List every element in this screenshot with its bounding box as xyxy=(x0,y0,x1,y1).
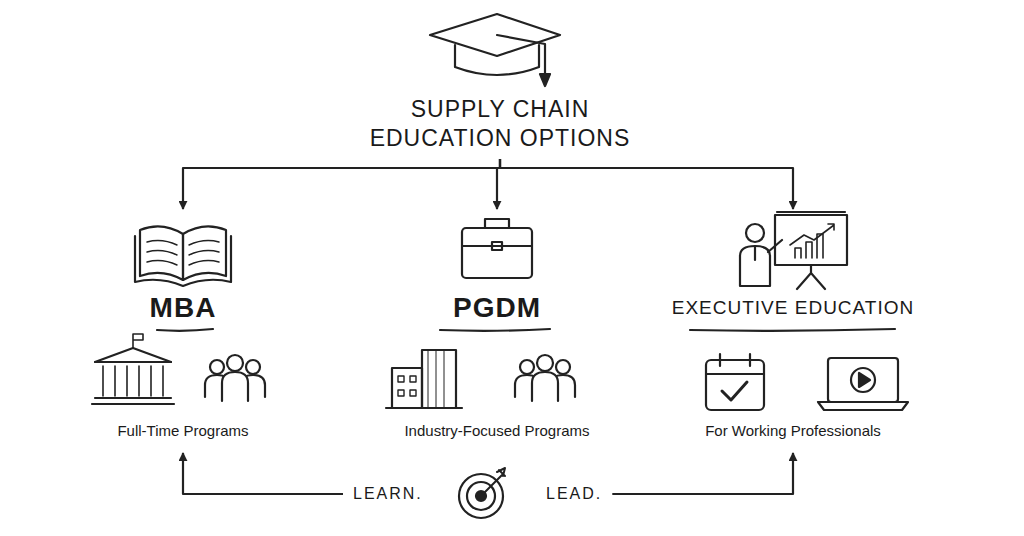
book-icon xyxy=(183,226,226,280)
book-icon xyxy=(135,236,231,286)
option-caption: For Working Professionals xyxy=(668,421,918,441)
option-caption: Industry-Focused Programs xyxy=(382,421,612,441)
office-building-icon xyxy=(386,407,462,409)
connector-arrow xyxy=(612,453,793,494)
university-icon xyxy=(92,362,174,404)
people-group-icon xyxy=(205,355,265,401)
option-heading: MBA xyxy=(83,291,283,325)
laptop-icon xyxy=(851,368,875,392)
presenter-icon xyxy=(777,212,845,289)
laptop-icon xyxy=(818,402,908,410)
university-icon xyxy=(133,334,143,348)
option-node: PGDM Industry-Focused Programs xyxy=(382,205,612,441)
university-icon xyxy=(95,348,171,362)
briefcase-icon xyxy=(462,228,532,278)
loop-node: LEAD. xyxy=(542,484,606,504)
presenter-icon xyxy=(775,215,847,265)
loop-node: LEARN. xyxy=(349,484,427,504)
office-building-icon xyxy=(428,350,444,408)
heading-underline xyxy=(440,329,550,331)
briefcase-icon xyxy=(462,219,532,278)
heading-underline xyxy=(690,329,895,331)
loop-label: LEAD. xyxy=(542,484,606,504)
diagram-title: SUPPLY CHAIN EDUCATION OPTIONS xyxy=(355,95,645,153)
briefcase-icon xyxy=(462,245,532,247)
graduation-cap-icon xyxy=(540,74,550,86)
option-heading: PGDM xyxy=(382,291,612,325)
book-icon xyxy=(135,226,231,286)
target-icon xyxy=(483,468,505,494)
laptop-icon xyxy=(828,358,898,402)
calendar-icon xyxy=(706,360,764,410)
presenter-icon xyxy=(740,212,847,289)
heading-underline xyxy=(157,329,213,331)
calendar-icon xyxy=(722,382,747,400)
presenter-icon xyxy=(746,224,764,242)
option-caption: Full-Time Programs xyxy=(83,421,283,441)
laptop-icon xyxy=(818,358,908,410)
office-building-icon xyxy=(386,350,462,408)
connector-arrow xyxy=(183,159,500,209)
target-icon xyxy=(459,468,505,518)
office-building-icon xyxy=(392,368,422,408)
graduation-cap-icon xyxy=(430,14,560,86)
connector-arrow xyxy=(500,159,793,209)
presenter-icon xyxy=(755,240,782,260)
laptop-icon xyxy=(859,373,870,387)
connector-arrow xyxy=(183,453,343,494)
heading-underline xyxy=(157,329,895,331)
university-icon xyxy=(103,366,163,396)
briefcase-icon xyxy=(485,219,509,228)
graduation-cap-icon xyxy=(497,35,545,74)
office-building-icon xyxy=(422,350,456,408)
calendar-icon xyxy=(706,354,764,374)
people-group-icon xyxy=(515,355,575,401)
book-icon xyxy=(147,241,219,265)
office-building-icon xyxy=(398,376,416,396)
calendar-icon xyxy=(706,354,764,410)
book-icon xyxy=(140,226,183,280)
loop-label: LEARN. xyxy=(349,484,427,504)
presenter-icon xyxy=(790,224,834,245)
briefcase-icon xyxy=(492,242,502,250)
option-node: EXECUTIVE EDUCATION For Working Professio… xyxy=(668,205,918,441)
option-node: MBA Full-Time Programs xyxy=(83,205,283,441)
title-node: SUPPLY CHAIN EDUCATION OPTIONS xyxy=(355,95,645,153)
graduation-cap-icon xyxy=(430,14,560,56)
university-icon xyxy=(92,334,174,404)
option-heading: EXECUTIVE EDUCATION xyxy=(668,291,918,325)
